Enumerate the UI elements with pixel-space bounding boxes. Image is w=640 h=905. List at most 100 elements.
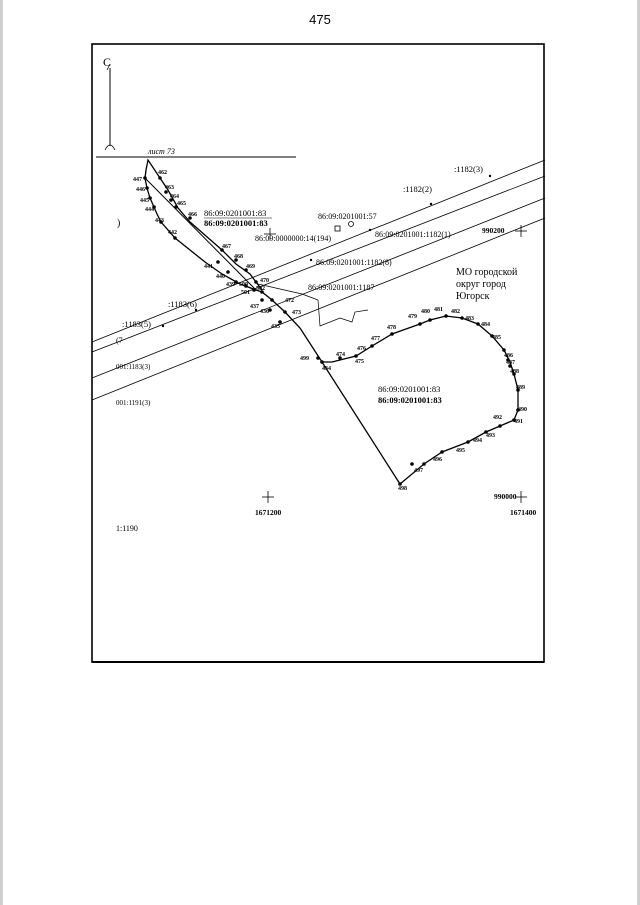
point-label: 472 <box>285 298 294 304</box>
point-label: 490 <box>518 407 527 413</box>
parcel-label: 86:09:0201001:83 <box>204 218 268 228</box>
point-label: 494 <box>473 438 482 444</box>
circle-marker-icon <box>348 221 354 227</box>
grid-label-1671200: 1671200 <box>255 508 282 517</box>
dot-marker-icon <box>194 308 198 312</box>
point-label: 441 <box>204 264 213 270</box>
grid-crosses <box>262 225 527 503</box>
dot-marker-icon <box>429 202 433 206</box>
parcel-label: :1183(5) <box>122 319 151 329</box>
point-label: 466 <box>188 212 197 218</box>
point-label: 477 <box>371 336 380 342</box>
point-label: 442 <box>168 230 177 236</box>
point-label: 483 <box>465 316 474 322</box>
point-label: 445 <box>140 198 149 204</box>
parcel-label: ) <box>117 218 120 229</box>
point-label: 474 <box>336 352 345 358</box>
parcel-label: 86:09:0201001:1182(8) <box>316 258 392 267</box>
point-label: 484 <box>481 322 490 328</box>
parcel-label: 86:09:0201001:83 <box>204 208 266 218</box>
point-label: 502 <box>256 286 265 292</box>
area-label-line: округ город <box>456 279 506 290</box>
point-label: 489 <box>516 385 525 391</box>
point-label: 496 <box>433 457 442 463</box>
parcel-label: 001:1183(3) <box>116 363 151 371</box>
parcel-label: :1183(6) <box>168 299 197 309</box>
scan-edge-left <box>0 0 3 905</box>
parcel-label: 86:09:0201001:57 <box>318 212 377 221</box>
scan-edge-right <box>637 0 640 905</box>
parcel-label: :1182(3) <box>454 164 483 174</box>
point-label: 482 <box>451 309 460 315</box>
point-label: 497 <box>414 468 423 474</box>
parcel-label: 86:09:0201001:83 <box>378 395 442 405</box>
point-label: 480 <box>421 309 430 315</box>
point-label: 492 <box>493 415 502 421</box>
parcel-label: 86:09:0000000:14(194) <box>255 234 331 243</box>
parcel-label: 86:09:0201001:1187 <box>308 283 374 292</box>
grid-label-990000: 990000 <box>494 492 517 501</box>
parcel-83-left-boundary <box>144 158 263 291</box>
dot-marker-icon <box>488 174 492 178</box>
point-label: 501 <box>241 290 250 296</box>
area-label-line: Югорск <box>456 291 490 302</box>
point-label: 499 <box>300 356 309 362</box>
point-label: 495 <box>456 448 465 454</box>
point-label: 439 <box>226 282 235 288</box>
point-label: 435 <box>271 324 280 330</box>
map-frame <box>91 43 545 663</box>
parcel-small-boundary <box>317 299 369 327</box>
parcel-label: 86:09:0201001:83 <box>378 384 440 394</box>
point-label: 440 <box>216 274 225 280</box>
point-label: 446 <box>136 187 145 193</box>
point-label: 476 <box>357 346 366 352</box>
parcel-83-boundary <box>144 177 519 485</box>
point-label: 464 <box>170 194 179 200</box>
point-label: 487 <box>506 360 515 366</box>
point-label: 436 <box>260 309 269 315</box>
point-label: 500 <box>239 282 248 288</box>
dot-marker-icon <box>309 258 313 262</box>
grid-label-1671400: 1671400 <box>510 508 537 517</box>
point-label: 493 <box>486 433 495 439</box>
parcel-83-inner-line <box>144 177 257 291</box>
point-label: 481 <box>434 307 443 313</box>
point-label: 485 <box>492 335 501 341</box>
parcel-1187-boundary <box>257 283 319 301</box>
point-label: 444 <box>145 207 154 213</box>
sheet-label: лист 73 <box>147 147 175 156</box>
north-arrow-icon <box>104 63 116 151</box>
area-label-line: МО городской <box>456 267 518 278</box>
parcel-label: 86:09:0201001:1182(1) <box>375 230 451 239</box>
point-label: 467 <box>222 244 231 250</box>
point-label: 473 <box>292 310 301 316</box>
point-label: 488 <box>510 369 519 375</box>
dot-marker-icon <box>368 228 372 232</box>
point-label: 462 <box>158 170 167 176</box>
point-label: 479 <box>408 314 417 320</box>
point-label: 486 <box>504 353 513 359</box>
point-label: 498 <box>398 486 407 492</box>
point-number-labels: 447 462 446 463 445 464 444 465 443 466 … <box>133 170 527 492</box>
point-label: 478 <box>387 325 396 331</box>
parcel-label: 001:1191(3) <box>116 399 151 407</box>
point-label: 465 <box>177 201 186 207</box>
point-label: 475 <box>355 359 364 365</box>
square-marker-icon <box>334 225 341 232</box>
page-number: 475 <box>309 12 331 27</box>
point-label: 443 <box>155 218 164 224</box>
point-label: 447 <box>133 177 142 183</box>
scale-label: 1:1190 <box>116 524 138 533</box>
parcel-label: :1182(2) <box>403 184 432 194</box>
point-label: 434 <box>322 366 331 372</box>
point-label: 468 <box>234 254 243 260</box>
point-label: 437 <box>250 304 259 310</box>
north-label: С <box>103 55 111 69</box>
point-label: 469 <box>246 264 255 270</box>
grid-label-990200: 990200 <box>482 226 505 235</box>
point-label: 491 <box>514 419 523 425</box>
boundary-points <box>143 176 520 486</box>
point-label: 463 <box>165 185 174 191</box>
point-label: 470 <box>260 278 269 284</box>
